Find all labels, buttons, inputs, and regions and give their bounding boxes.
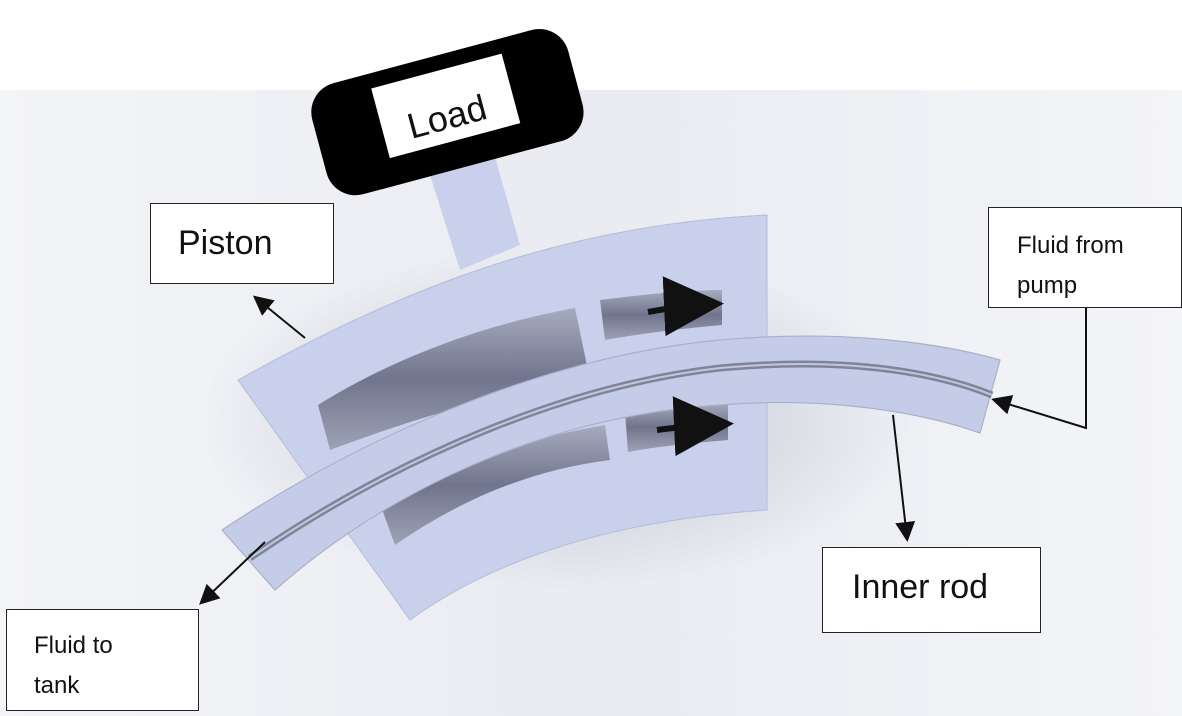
piston-label: Piston [178, 224, 273, 262]
flow-arrow-lower [656, 396, 734, 457]
inner-rod-leader-arrow [892, 414, 916, 542]
flow-arrow-upper [647, 276, 724, 337]
piston-leader-arrow [252, 295, 306, 339]
fluid-to-tank-label-box: Fluid to tank [6, 609, 199, 711]
fluid-to-tank-line1: Fluid to [34, 632, 113, 659]
piston-label-box: Piston [150, 203, 334, 284]
pump-leader-arrow [991, 308, 1087, 430]
inner-rod-label: Inner rod [852, 568, 989, 606]
tank-leader-arrow [199, 541, 266, 605]
fluid-from-pump-line1: Fluid from [1017, 232, 1124, 259]
fluid-from-pump-label-box: Fluid from pump [988, 207, 1182, 308]
fluid-to-tank-line2: tank [34, 672, 80, 699]
inner-rod-label-box: Inner rod [822, 547, 1041, 633]
load-block [311, 29, 584, 196]
inner-rod [221, 335, 1001, 591]
fluid-from-pump-line2: pump [1017, 272, 1078, 299]
